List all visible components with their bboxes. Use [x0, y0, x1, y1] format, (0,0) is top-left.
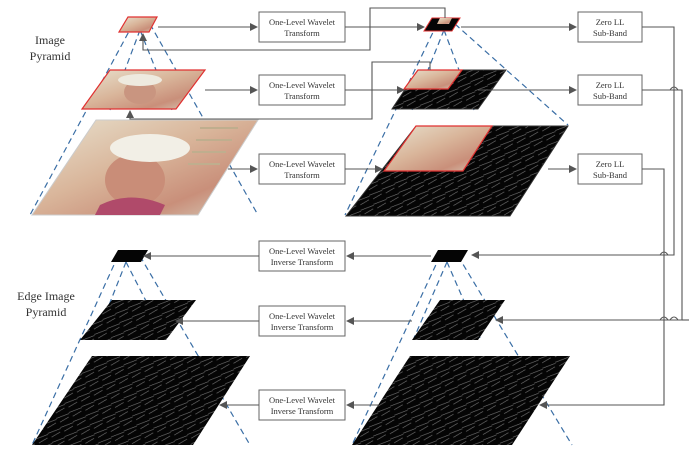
zero-ll-box-2 [577, 74, 643, 106]
inverse-transform-box-3-line-1: One-Level Wavelet [269, 395, 336, 405]
edge-pyramid-level-2 [80, 300, 196, 340]
zero-ll-boxes: Zero LL Sub-Band Zero LL Sub-Band Zero L… [577, 11, 643, 185]
edge-subband-level-2 [412, 300, 505, 340]
forward-arrows [126, 7, 577, 173]
inverse-arrows [143, 26, 689, 409]
forward-transform-box-3 [258, 153, 346, 185]
image-pyramid-label-line-1: Image [35, 33, 65, 47]
zero-ll-box-2-line-1: Zero LL [596, 80, 625, 90]
zero-ll-box-1-line-1: Zero LL [596, 17, 625, 27]
arrow-zero3-return [539, 168, 665, 409]
wavelet-pyramid [344, 17, 569, 217]
forward-transform-box-2 [258, 74, 346, 106]
edge-subband-projection-right [457, 255, 573, 446]
edge-subband-projection-left [351, 255, 441, 446]
forward-transform-box-3-line-1: One-Level Wavelet [269, 159, 336, 169]
line-crossing-hump-4 [669, 316, 679, 321]
forward-transform-boxes: One-Level Wavelet Transform One-Level Wa… [258, 11, 346, 185]
edge-pyramid-level-1 [111, 250, 148, 262]
image-pyramid-projection-right [149, 23, 259, 216]
forward-transform-box-1 [258, 11, 346, 43]
arrow-ll1-to-img1 [139, 7, 446, 51]
inverse-transform-box-2-line-1: One-Level Wavelet [269, 311, 336, 321]
zero-ll-box-1 [577, 11, 643, 43]
zero-ll-box-1-line-2: Sub-Band [593, 28, 628, 38]
edge-subband-level-1 [431, 250, 468, 262]
edge-pyramid-projection-right [139, 255, 251, 446]
zero-ll-box-2-line-2: Sub-Band [593, 91, 628, 101]
inverse-transform-box-1 [258, 240, 346, 272]
line-crossing-hump-1 [669, 86, 679, 91]
inverse-transform-box-1-line-2: Inverse Transform [271, 257, 334, 267]
wall-stripes [188, 127, 238, 165]
inverse-transform-boxes: One-Level Wavelet Inverse Transform One-… [258, 240, 346, 421]
forward-transform-box-2-line-2: Transform [284, 91, 320, 101]
image-pyramid-level-1 [117, 16, 158, 33]
line-crossing-hump-3 [659, 316, 669, 321]
hat-thumbnail-large [110, 134, 190, 162]
wavelet-pyramid-projection-left [344, 23, 438, 216]
zero-ll-box-3-line-1: Zero LL [596, 159, 625, 169]
wavelet-level-1-ll [437, 18, 452, 24]
wavelet-level-3-ll [382, 125, 494, 172]
edge-pyramid-label-line-1: Edge Image [17, 289, 75, 303]
line-crossing-hump-2 [659, 251, 669, 256]
hat-thumbnail-mid [118, 74, 162, 86]
forward-transform-box-3-line-2: Transform [284, 170, 320, 180]
zero-ll-box-3-line-2: Sub-Band [593, 170, 628, 180]
image-pyramid: Image Pyramid [29, 16, 259, 216]
arrow-ll2-to-img2 [126, 61, 431, 120]
edge-pyramid-level-3 [32, 356, 250, 445]
wavelet-level-2-ll [402, 69, 464, 90]
edge-subband-projection-mid-left [413, 261, 448, 339]
wavelet-pyramid-projection-right [454, 23, 569, 126]
edge-subband-pyramid [351, 250, 573, 446]
forward-transform-box-1-line-1: One-Level Wavelet [269, 17, 336, 27]
edge-pyramid-projection-mid-left [95, 261, 127, 339]
forward-transform-box-2-line-1: One-Level Wavelet [269, 80, 336, 90]
face-thumbnail-large [105, 154, 165, 206]
face-thumbnail-mid [124, 80, 156, 104]
inverse-transform-box-2-line-2: Inverse Transform [271, 322, 334, 332]
arrow-zero2-return [495, 89, 683, 324]
arrow-zero1-return [471, 26, 675, 259]
edge-subband-level-3 [352, 356, 570, 445]
shirt-shape [95, 197, 165, 215]
image-pyramid-label-line-2: Pyramid [30, 49, 71, 63]
inverse-transform-box-1-line-1: One-Level Wavelet [269, 246, 336, 256]
inverse-transform-box-3-line-2: Inverse Transform [271, 406, 334, 416]
edge-pyramid-label-line-2: Pyramid [26, 305, 67, 319]
image-pyramid-projection-left [29, 23, 134, 216]
forward-transform-box-1-line-2: Transform [284, 28, 320, 38]
edge-image-pyramid: Edge Image Pyramid [17, 250, 251, 446]
edge-pyramid-projection-left [31, 255, 119, 446]
inverse-transform-box-2 [258, 305, 346, 337]
